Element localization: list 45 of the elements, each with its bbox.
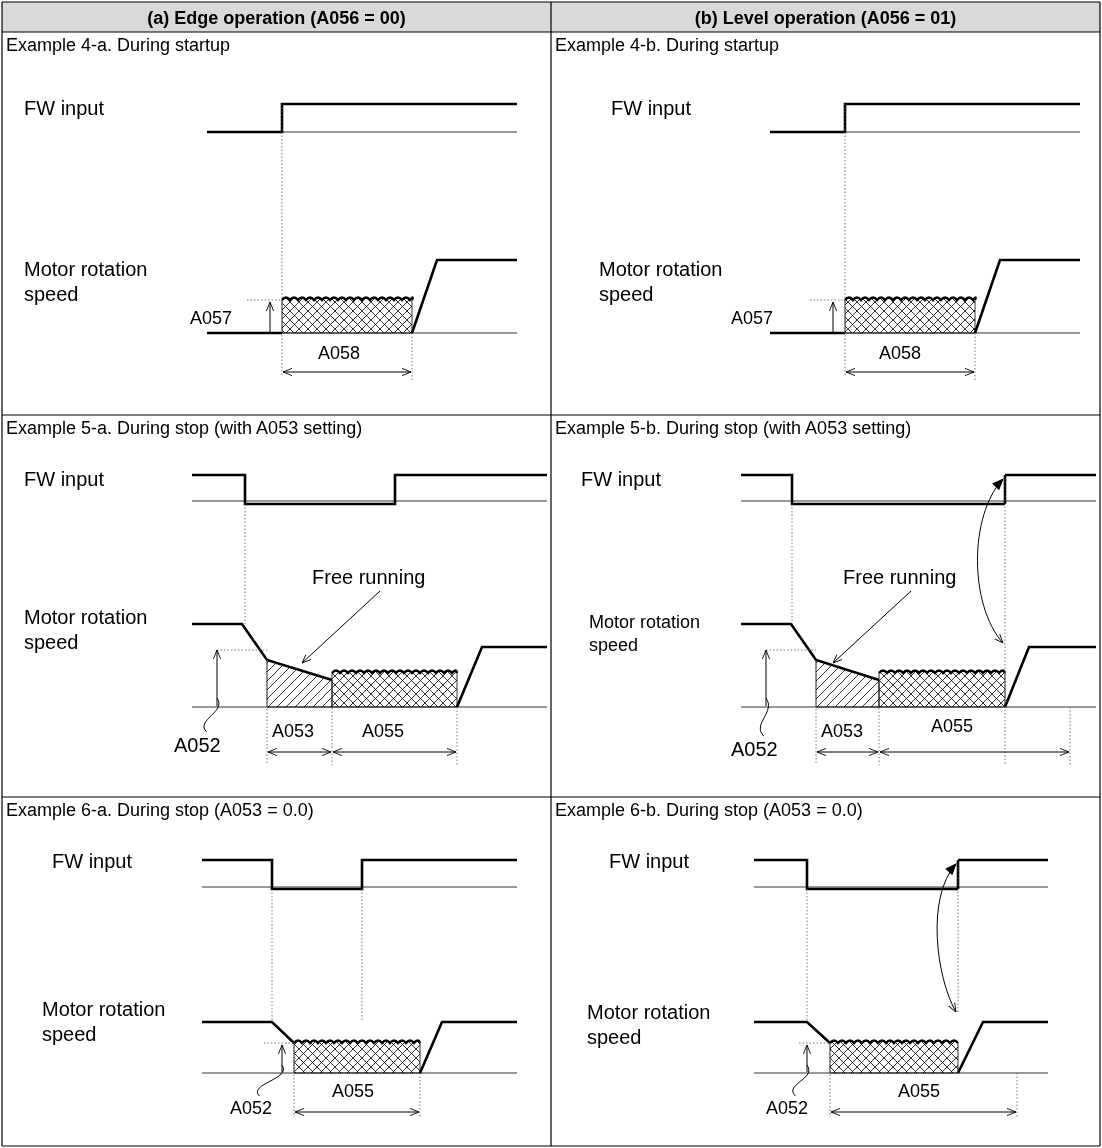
callout-label: A052: [731, 737, 778, 762]
leader-line: [759, 697, 769, 737]
dimension-label: A058: [879, 342, 922, 365]
double-arrow: [977, 478, 1004, 644]
callout-label: Free running: [312, 565, 426, 590]
fw-input-waveform: [740, 473, 1097, 506]
dimension-label: A055: [332, 1080, 375, 1103]
fw-input-waveform: [753, 858, 1049, 891]
signal-label: Motor rotation speed: [587, 1000, 712, 1050]
dimension-label: A057: [190, 307, 233, 330]
column-header: (a) Edge operation (A056 = 00): [146, 7, 407, 30]
panel-title: Example 4-a. During startup: [6, 34, 231, 57]
dimension-label: A053: [821, 720, 864, 743]
panel-title: Example 5-b. During stop (with A053 setting): [555, 417, 912, 440]
leader-line: [257, 1064, 284, 1097]
signal-label: FW input: [611, 96, 692, 121]
double-arrow: [936, 863, 957, 1013]
signal-label: Motor rotation speed: [24, 605, 149, 655]
dimension-label: A057: [731, 307, 774, 330]
signal-label: FW input: [24, 467, 105, 492]
leader-line: [203, 697, 220, 733]
leader-line: [832, 590, 912, 664]
panel-title: Example 6-b. During stop (A053 = 0.0): [555, 799, 863, 822]
signal-label: FW input: [581, 467, 662, 492]
leader-line: [301, 590, 381, 664]
column-header: (b) Level operation (A056 = 01): [693, 7, 958, 30]
dimension-label: A053: [272, 720, 315, 743]
signal-label: Motor rotation speed: [599, 257, 724, 307]
panel-title: Example 4-b. During startup: [555, 34, 780, 57]
signal-label: FW input: [52, 849, 133, 874]
callout-label: A052: [230, 1097, 273, 1120]
signal-label: FW input: [609, 849, 690, 874]
panel-title: Example 6-a. During stop (A053 = 0.0): [6, 799, 314, 822]
dimension-label: A058: [318, 342, 361, 365]
signal-label: Motor rotation speed: [589, 611, 702, 656]
callout-label: A052: [766, 1097, 809, 1120]
dimension-label: A055: [898, 1080, 941, 1103]
signal-label: FW input: [24, 96, 105, 121]
signal-label: Motor rotation speed: [42, 997, 167, 1047]
callout-label: A052: [174, 733, 221, 758]
signal-label: Motor rotation speed: [24, 257, 149, 307]
callout-label: Free running: [843, 565, 957, 590]
dimension-label: A055: [931, 715, 974, 738]
dimension-label: A055: [362, 720, 405, 743]
panel-title: Example 5-a. During stop (with A053 setting): [6, 417, 363, 440]
